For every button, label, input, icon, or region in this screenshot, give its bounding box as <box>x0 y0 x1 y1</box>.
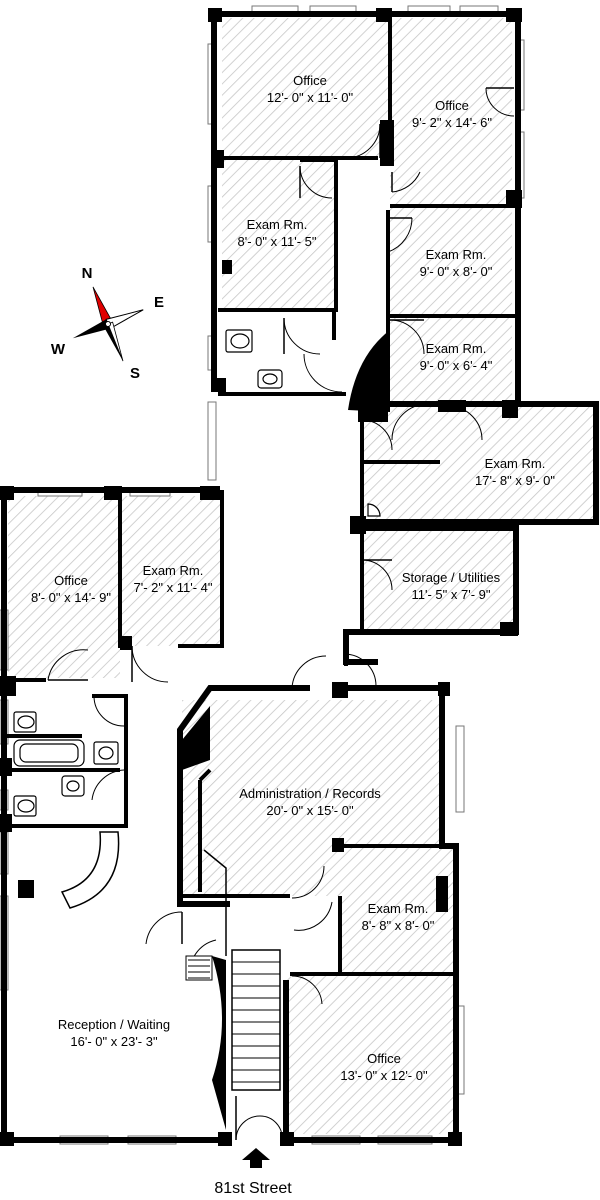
room-office-2-size: 9'- 2" x 14'- 6" <box>412 115 492 130</box>
compass-w-label: W <box>51 341 66 358</box>
room-exam-3-name: Exam Rm. <box>426 341 487 356</box>
room-office-3-name: Office <box>54 573 88 588</box>
room-reception-name: Reception / Waiting <box>58 1017 170 1032</box>
stairs <box>60 831 281 1130</box>
room-exam-1-size: 8'- 0" x 11'- 5" <box>238 234 317 249</box>
doors <box>47 87 515 1141</box>
room-admin-name: Administration / Records <box>239 786 381 801</box>
room-labels: Office 12'- 0" x 11'- 0" Office 9'- 2" x… <box>31 73 555 1083</box>
compass-rose <box>72 286 144 362</box>
compass-n-label: N <box>82 265 93 282</box>
room-exam-2-name: Exam Rm. <box>426 247 487 262</box>
room-office-1-name: Office <box>293 73 327 88</box>
compass-s-label: S <box>130 365 140 382</box>
room-exam-4-size: 17'- 8" x 9'- 0" <box>475 473 555 488</box>
room-office-1-size: 12'- 0" x 11'- 0" <box>267 90 354 105</box>
room-exam-2-size: 9'- 0" x 8'- 0" <box>420 264 493 279</box>
room-exam-1-name: Exam Rm. <box>247 217 308 232</box>
room-exam-3-size: 9'- 0" x 6'- 4" <box>420 358 493 373</box>
room-office-2-name: Office <box>435 98 469 113</box>
room-office-4-size: 13'- 0" x 12'- 0" <box>340 1068 428 1083</box>
room-fills <box>8 18 596 1134</box>
room-exam-5-size: 7'- 2" x 11'- 4" <box>134 580 213 595</box>
room-storage-name: Storage / Utilities <box>402 570 501 585</box>
room-office-3-size: 8'- 0" x 14'- 9" <box>31 590 111 605</box>
room-office-4-name: Office <box>367 1051 401 1066</box>
room-exam-6-size: 8'- 8" x 8'- 0" <box>362 918 435 933</box>
room-admin-size: 20'- 0" x 15'- 0" <box>266 803 354 818</box>
room-reception-size: 16'- 0" x 23'- 3" <box>70 1034 158 1049</box>
street-label: 81st Street <box>214 1180 292 1197</box>
room-exam-6-name: Exam Rm. <box>368 901 429 916</box>
room-exam-5-name: Exam Rm. <box>143 563 204 578</box>
room-exam-4-name: Exam Rm. <box>485 456 546 471</box>
entrance-arrow-icon <box>242 1148 270 1168</box>
room-storage-size: 11'- 5" x 7'- 9" <box>412 587 491 602</box>
bathroom-fixtures <box>13 329 381 817</box>
compass-e-label: E <box>154 294 164 311</box>
